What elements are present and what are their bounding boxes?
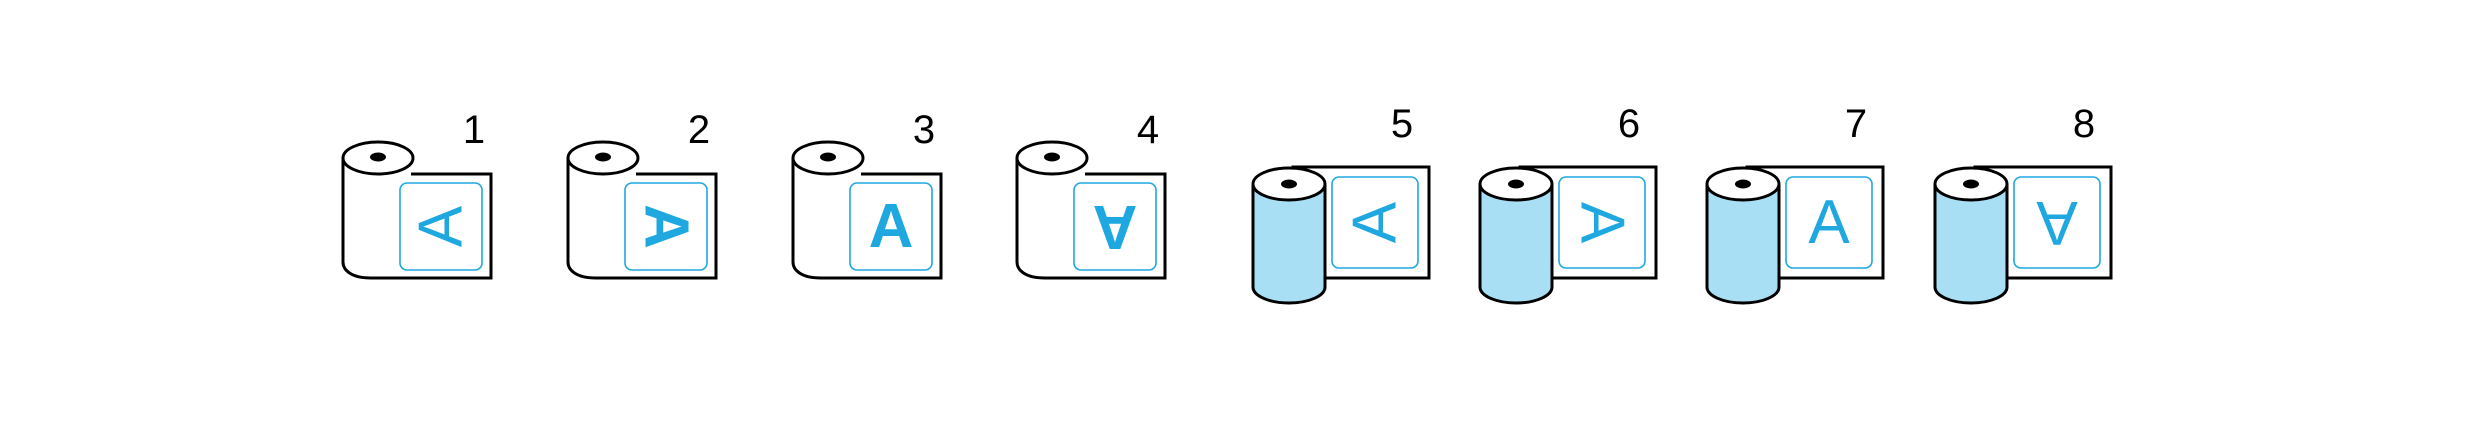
roll-body [1251,184,1327,305]
label-letter: A [632,204,701,249]
roll-number: 1 [463,108,485,152]
core-hole-icon [370,152,386,162]
label-web [1015,158,1167,280]
roll-8: A8 [1933,102,2113,305]
roll-body [1705,184,1781,305]
label [2013,176,2101,269]
roll-number: 2 [688,108,710,152]
label-web [791,158,943,280]
roll-2: A2 [566,108,718,280]
roll-body [1933,184,2009,305]
roll-5: A5 [1251,102,1431,305]
roll-3: A3 [791,108,943,280]
label [624,182,708,271]
roll-7: A7 [1705,102,1885,305]
label [1331,176,1419,269]
roll-number: 3 [913,108,935,152]
label-letter: A [1808,188,1850,257]
roll-number: 7 [1845,102,1867,146]
label [399,182,483,271]
core-hole-icon [820,152,836,162]
roll-1: A1 [341,108,493,280]
label-letter: A [1341,201,1410,243]
label-letter: A [407,205,476,247]
core-hole-icon [1963,179,1979,189]
label-letter: A [1093,192,1138,261]
roll-6: A6 [1478,102,1658,305]
roll-4: A4 [1015,108,1167,280]
roll-number: 5 [1391,102,1413,146]
core-hole-icon [1735,179,1751,189]
label-web [341,158,493,280]
label-letter: A [2036,188,2078,257]
label [1073,182,1157,271]
roll-number: 8 [2073,102,2095,146]
label-letter: A [1568,202,1637,244]
core-hole-icon [1044,152,1060,162]
roll-number: 6 [1618,102,1640,146]
label-web [566,158,718,280]
core-hole-icon [595,152,611,162]
core-hole-icon [1281,179,1297,189]
label [1785,176,1873,269]
label [1558,176,1646,269]
roll-body [1478,184,1554,305]
roll-number: 4 [1137,108,1159,152]
label [849,182,933,271]
label-letter: A [869,192,914,261]
core-hole-icon [1508,179,1524,189]
